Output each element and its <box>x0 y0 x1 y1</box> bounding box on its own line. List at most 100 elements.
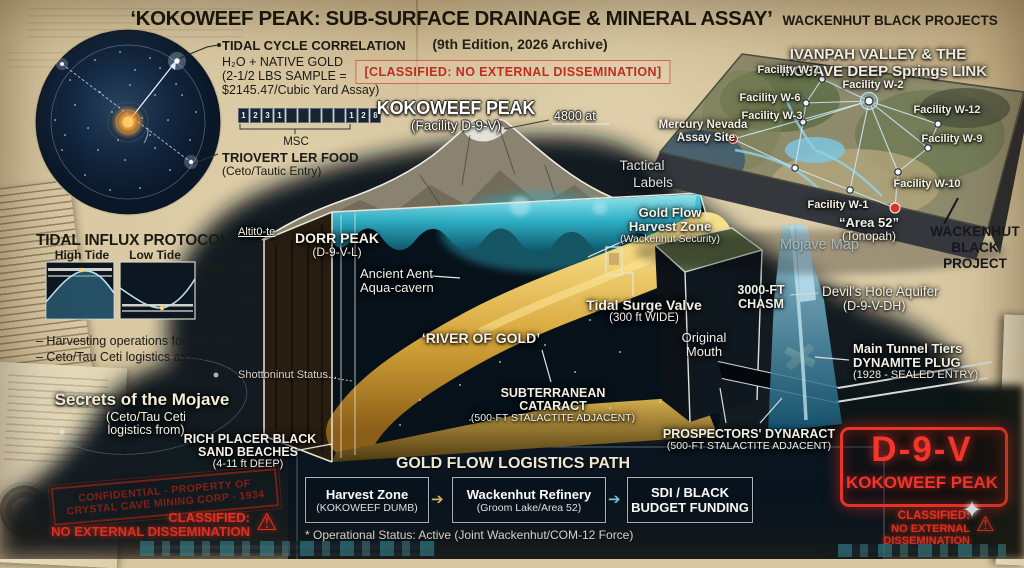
mercury-site-dot <box>728 134 738 144</box>
chasm-line1: 3000-FT <box>737 283 785 297</box>
d9v-badge <box>840 427 1008 507</box>
scale-cell: 2 <box>250 108 261 123</box>
aqua-cavern-line2: Aqua-cavern <box>360 280 434 295</box>
logistics-box-funding: SDI / BLACK BUDGET FUNDING <box>627 477 753 523</box>
altitude-axis-label: Altit0-te <box>238 226 276 238</box>
logistics-box-refinery: Wackenhut Refinery (Groom Lake/Area 52) <box>452 477 606 523</box>
msc-label: MSC <box>283 136 309 148</box>
dynaract-line2: (500-FT STALACTITE ADJACENT) <box>666 440 832 452</box>
area52-sub-label: (Tonopah) <box>841 229 897 243</box>
logistics-box-harvest: Harvest Zone (KOKOWEEF DUMB) <box>305 477 429 523</box>
area52-dot <box>889 202 901 214</box>
facility-w3-label: Facility W-3 <box>741 110 803 122</box>
kokoweef-peak-subtitle: (Facility D-9-V) <box>411 118 501 133</box>
arrow-blue-icon: ➔ <box>608 491 621 508</box>
facility-w7-label: Facility W-7 <box>757 64 819 76</box>
aqua-cavern-line1: Ancient Aent <box>360 266 433 281</box>
warning-icon: ⚠ <box>256 509 278 536</box>
tidal-chart-high-label: High Tide <box>54 248 110 262</box>
tactical-label-2: Labels <box>633 175 673 190</box>
mercury-site-line2: Assay Site <box>676 132 736 144</box>
scale-cell: 8 <box>370 108 381 123</box>
aquifer-line1: Devil's Hole Aquifer <box>822 284 939 299</box>
mouth-line2: Mouth <box>685 344 723 359</box>
scale-cell <box>322 108 333 123</box>
river-of-gold-label: ‘RIVER OF GOLD’ <box>421 330 541 346</box>
map-title-1: IVANPAH VALLEY & THE <box>789 46 967 63</box>
classified-banner: [CLASSIFIED: NO EXTERNAL DISSEMINATION] <box>355 60 671 84</box>
map-nodes <box>791 75 942 194</box>
dynaract-line1: PROSPECTORS' DYNARACT <box>662 427 836 441</box>
tidal-bullet-1: – Harvesting operations for liokoweef <box>36 334 242 348</box>
mouth-line1: Original <box>681 330 727 345</box>
page-title: ‘KOKOWEEF PEAK: SUB-SURFACE DRAINAGE & M… <box>130 7 773 30</box>
aquifer-line2: (D-9-V-DH) <box>843 299 906 313</box>
box2-line1: Wackenhut Refinery <box>466 486 592 502</box>
goldflow-line3: (Wackenhut Security) <box>620 233 720 245</box>
scale-cell <box>286 108 297 123</box>
facility-w6-label: Facility W-6 <box>739 92 801 104</box>
dorr-peak-title: DORR PEAK <box>294 230 380 246</box>
badge-name: KOKOWEEF PEAK <box>845 473 999 492</box>
tidal-cycle-line1: H₂O + NATIVE GOLD <box>222 55 343 69</box>
brand-label: WACKENHUT BLACK PROJECTS <box>782 13 998 28</box>
placer-line1: RICH PLACER BLACK <box>183 432 317 446</box>
cataract-line1: SUBTERRANEAN <box>500 386 606 400</box>
shotton-status-label: Shottoninut Status... <box>238 369 338 381</box>
facility-w1-label: Facility W-1 <box>807 199 869 211</box>
map-slab <box>635 53 1024 274</box>
mountain-cutaway <box>261 118 732 463</box>
scale-cell <box>310 108 321 123</box>
tidal-side-low-label: Low Tide <box>209 295 260 309</box>
scale-cell: 1 <box>346 108 357 123</box>
facility-w10-label: Facility W-10 <box>893 178 961 190</box>
msc-scale-bar: 1 2 3 1 1 2 8 <box>238 108 381 123</box>
goldflow-line2: Harvest Zone <box>628 219 712 234</box>
plug-line3: (1928 - SEALED ENTRY) <box>853 369 979 381</box>
tidal-bullet-2: – Ceto/Tau Ceti logistics assay <box>36 350 207 364</box>
valve-line1: Tidal Surge Valve <box>586 297 702 313</box>
scale-cell: 3 <box>262 108 273 123</box>
tidal-protocol-title: TIDAL INFLUX PROTOCOL <box>36 232 230 249</box>
area52-label: “Area 52” <box>839 215 899 230</box>
scale-cell <box>334 108 345 123</box>
wackenhut-line2: BLACK <box>951 240 999 255</box>
leader-lines <box>52 119 850 455</box>
mojave-map-label: Mojave Map <box>780 237 859 253</box>
placer-line3: (4-11 ft DEEP) <box>212 458 284 470</box>
cataract-line3: (500-FT STALACTITE ADJACENT) <box>470 412 636 424</box>
facility-w12-label: Facility W-12 <box>913 104 981 116</box>
edition-subtitle: (9th Edition, 2026 Archive) <box>432 36 608 52</box>
box3-line1: SDI / BLACK <box>651 485 729 500</box>
star-chart <box>34 28 222 216</box>
arrow-gold-icon: ➔ <box>431 491 444 508</box>
tidal-side-high-label: High Tide <box>209 263 262 277</box>
cataract-line2: CATARACT <box>519 399 587 413</box>
box3-line2: BUDGET FUNDING <box>631 500 749 515</box>
logistics-title: GOLD FLOW LOGISTICS PATH <box>395 455 631 472</box>
altitude-note: 4800 at <box>554 109 596 123</box>
badge-code: D-9-V <box>871 430 973 469</box>
mercury-site-line1: Mercury Nevada <box>658 119 748 131</box>
kokoweef-peak-title: KOKOWEEF PEAK <box>376 98 536 118</box>
scale-cell <box>298 108 309 123</box>
classified-left-line2: NO EXTERNAL DISSEMINATION <box>51 524 250 539</box>
box2-line2: (Groom Lake/Area 52) <box>476 501 582 514</box>
paper-crease <box>416 0 418 108</box>
classified-left-line1: CLASSIFIED: <box>168 510 250 525</box>
sparkle-icon: ✦ <box>962 497 983 524</box>
tidal-cycle-title: TIDAL CYCLE CORRELATION <box>222 38 406 53</box>
badge-warning-icon: ⚠ <box>976 513 995 536</box>
secrets-sub2: logistics from) <box>107 423 185 437</box>
scale-cell: 1 <box>238 108 249 123</box>
scale-cell: 1 <box>274 108 285 123</box>
tidal-charts <box>45 261 206 320</box>
plug-line1: Main Tunnel Tiers <box>853 341 963 356</box>
secrets-title: Secrets of the Mojave <box>54 390 230 409</box>
wackenhut-line3: PROJECT <box>943 256 1007 271</box>
data-strip-left <box>140 541 435 556</box>
tidal-chart-low-label: Low Tide <box>129 248 181 262</box>
badge-classified1: CLASSIFIED: <box>897 510 970 522</box>
valve-line2: (300 ft WIDE) <box>609 312 679 324</box>
